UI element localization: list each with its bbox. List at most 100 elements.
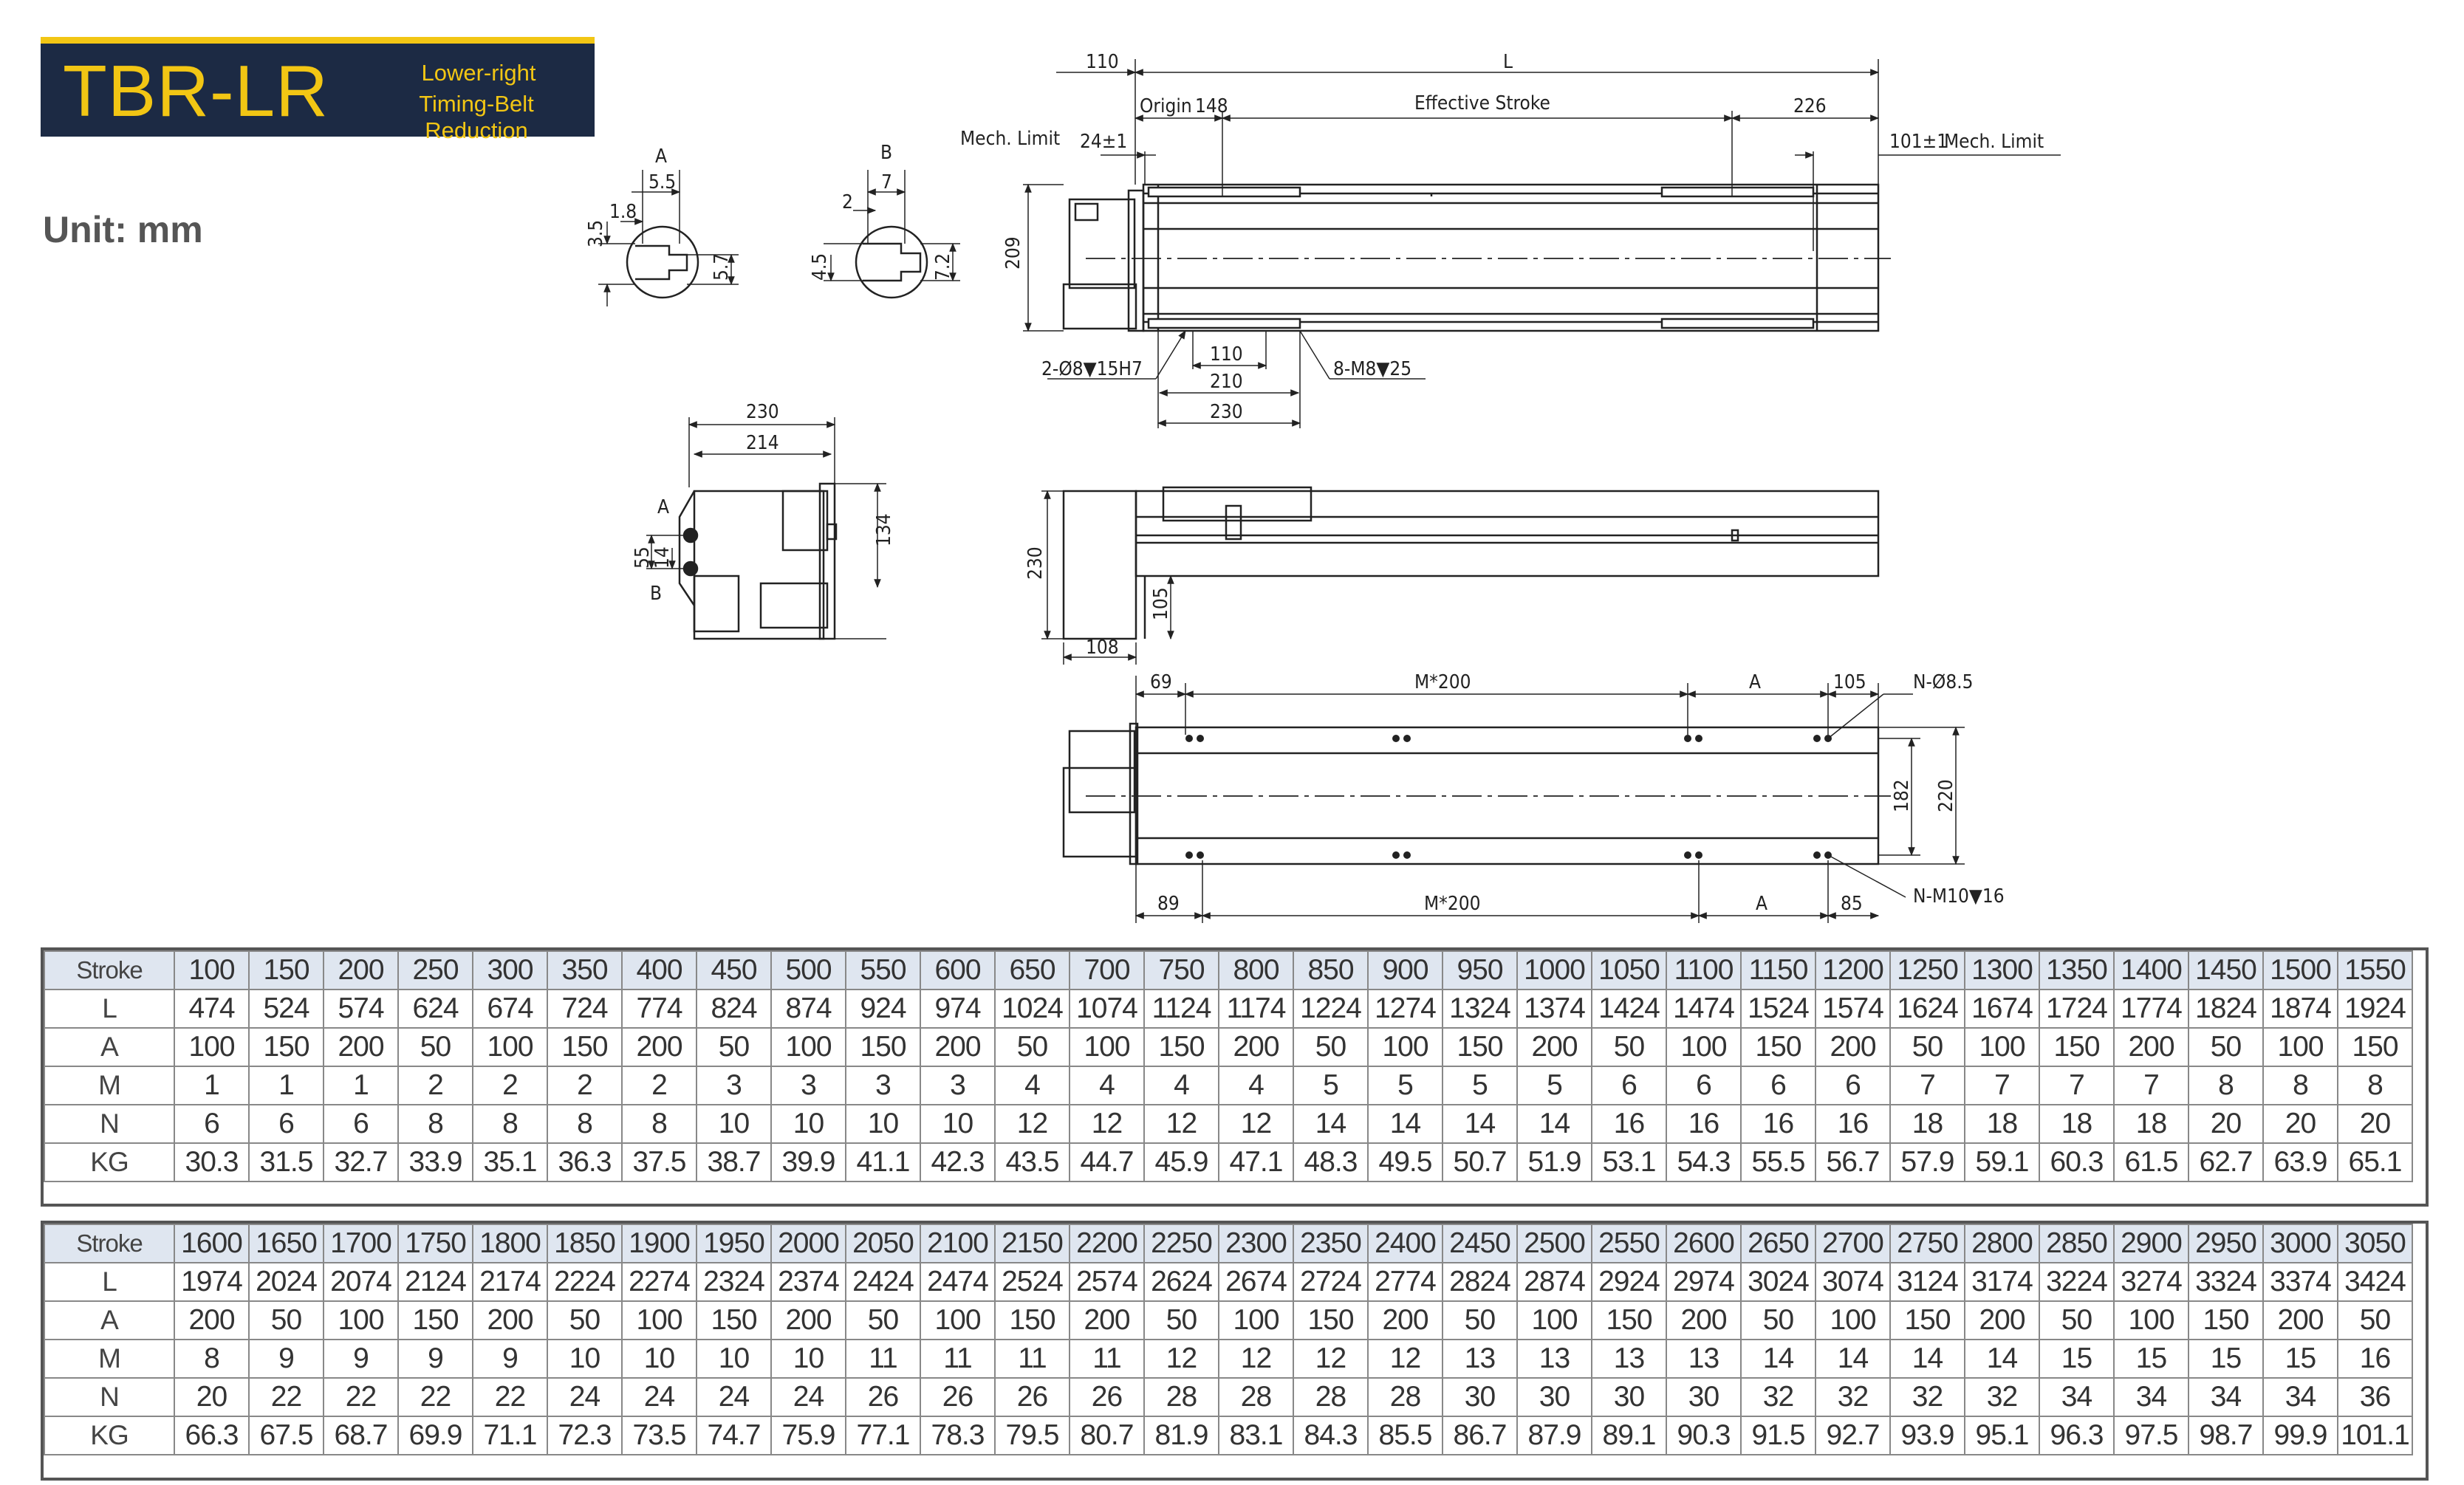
table-cell: 1450 (2188, 950, 2264, 990)
table-cell: 72.3 (547, 1416, 623, 1455)
table-cell: 5 (1516, 1066, 1592, 1105)
detail-b (824, 170, 960, 299)
table-cell: 8 (2188, 1066, 2264, 1105)
table-cell: 44.7 (1069, 1142, 1145, 1182)
table-cell: 32 (1815, 1377, 1891, 1417)
table-cell: 674 (472, 989, 548, 1029)
table-cell: 200 (323, 1027, 399, 1067)
table-cell: 54.3 (1666, 1142, 1742, 1182)
table-cell: 50 (1740, 1300, 1816, 1340)
table-cell: 36 (2337, 1377, 2413, 1417)
table-cell: 2200 (1069, 1224, 1145, 1263)
table-cell: 10 (770, 1104, 846, 1144)
table-cell: 400 (621, 950, 697, 990)
table-cell: 1950 (696, 1224, 772, 1263)
table-cell: 300 (472, 950, 548, 990)
dim-l: L (1503, 51, 1513, 73)
table-cell: 150 (1143, 1027, 1219, 1067)
table-cell: 150 (397, 1300, 473, 1340)
table-cell: 250 (397, 950, 473, 990)
table-cell: 450 (696, 950, 772, 990)
dim-7: 7 (881, 171, 892, 193)
table-cell: 2950 (2188, 1224, 2264, 1263)
hole-n-8-5: N-Ø8.5 (1913, 671, 1974, 693)
table-cell: 7 (2039, 1066, 2115, 1105)
table-cell: 2350 (1293, 1224, 1369, 1263)
table-cell: 2774 (1367, 1262, 1443, 1302)
table-cell: 1624 (1889, 989, 1965, 1029)
table-cell: 3224 (2039, 1262, 2115, 1302)
table-cell: 59.1 (1964, 1142, 2040, 1182)
table-cell: 50 (1143, 1300, 1219, 1340)
table-cell: 100 (174, 950, 250, 990)
table-cell: 15 (2039, 1339, 2115, 1379)
table-cell: 2100 (920, 1224, 996, 1263)
table-cell: 950 (1442, 950, 1518, 990)
table-cell: 26 (845, 1377, 921, 1417)
row-label: L (44, 989, 175, 1029)
table-cell: 100 (1815, 1300, 1891, 1340)
table-cell: 50 (397, 1027, 473, 1067)
table-cell: 2024 (248, 1262, 324, 1302)
table-cell: 100 (920, 1300, 996, 1340)
dim-5-7: 5.7 (711, 253, 733, 281)
table-cell: 200 (1516, 1027, 1592, 1067)
table-cell: 67.5 (248, 1416, 324, 1455)
table-cell: 100 (1367, 1027, 1443, 1067)
table-cell: 50 (248, 1300, 324, 1340)
table-cell: 200 (1218, 1027, 1294, 1067)
table-cell: 48.3 (1293, 1142, 1369, 1182)
table-cell: 100 (1069, 1027, 1145, 1067)
table-cell: 350 (547, 950, 623, 990)
dim-3-5: 3.5 (585, 220, 607, 247)
table-cell: 2074 (323, 1262, 399, 1302)
table-cell: 12 (1293, 1339, 1369, 1379)
table-cell: 2650 (1740, 1224, 1816, 1263)
table-cell: 83.1 (1218, 1416, 1294, 1455)
table-cell: 50 (994, 1027, 1070, 1067)
dim-110b: 110 (1210, 343, 1243, 366)
table-cell: 8 (2262, 1066, 2338, 1105)
dim-55: 55 (632, 546, 654, 569)
table-cell: 150 (1889, 1300, 1965, 1340)
table-cell: 1 (323, 1066, 399, 1105)
table-cell: 1974 (174, 1262, 250, 1302)
table-cell: 26 (994, 1377, 1070, 1417)
table-cell: 1250 (1889, 950, 1965, 990)
table-cell: 50 (1591, 1027, 1667, 1067)
table-cell: 8 (621, 1104, 697, 1144)
table-cell: 56.7 (1815, 1142, 1891, 1182)
table-cell: 5 (1442, 1066, 1518, 1105)
subtitle-line-2: Timing-Belt Reduction (419, 91, 534, 143)
table-cell: 73.5 (621, 1416, 697, 1455)
table-cell: 55.5 (1740, 1142, 1816, 1182)
table-cell: 3050 (2337, 1224, 2413, 1263)
model-title: TBR-LR (63, 50, 329, 131)
dim-182: 182 (1891, 779, 1913, 812)
table-cell: 12 (994, 1104, 1070, 1144)
dim-7-2: 7.2 (932, 253, 954, 281)
table-cell: 24 (621, 1377, 697, 1417)
table-cell: 65.1 (2337, 1142, 2413, 1182)
table-cell: 2700 (1815, 1224, 1891, 1263)
table-cell: 1600 (174, 1224, 250, 1263)
table-cell: 7 (1889, 1066, 1965, 1105)
dim-85: 85 (1841, 893, 1863, 915)
table-cell: 1524 (1740, 989, 1816, 1029)
dim-209: 209 (1002, 236, 1024, 270)
table-cell: 5 (1367, 1066, 1443, 1105)
table-cell: 1650 (248, 1224, 324, 1263)
table-cell: 2624 (1143, 1262, 1219, 1302)
table-cell: 18 (2039, 1104, 2115, 1144)
table-cell: 200 (1964, 1300, 2040, 1340)
table-cell: 12 (1143, 1339, 1219, 1379)
hole-spec-right: 8-M8▼25 (1333, 358, 1411, 380)
table-cell: 2124 (397, 1262, 473, 1302)
table-cell: 1700 (323, 1224, 399, 1263)
table-cell: 150 (1442, 1027, 1518, 1067)
table-cell: 93.9 (1889, 1416, 1965, 1455)
table-cell: 50 (2188, 1027, 2264, 1067)
